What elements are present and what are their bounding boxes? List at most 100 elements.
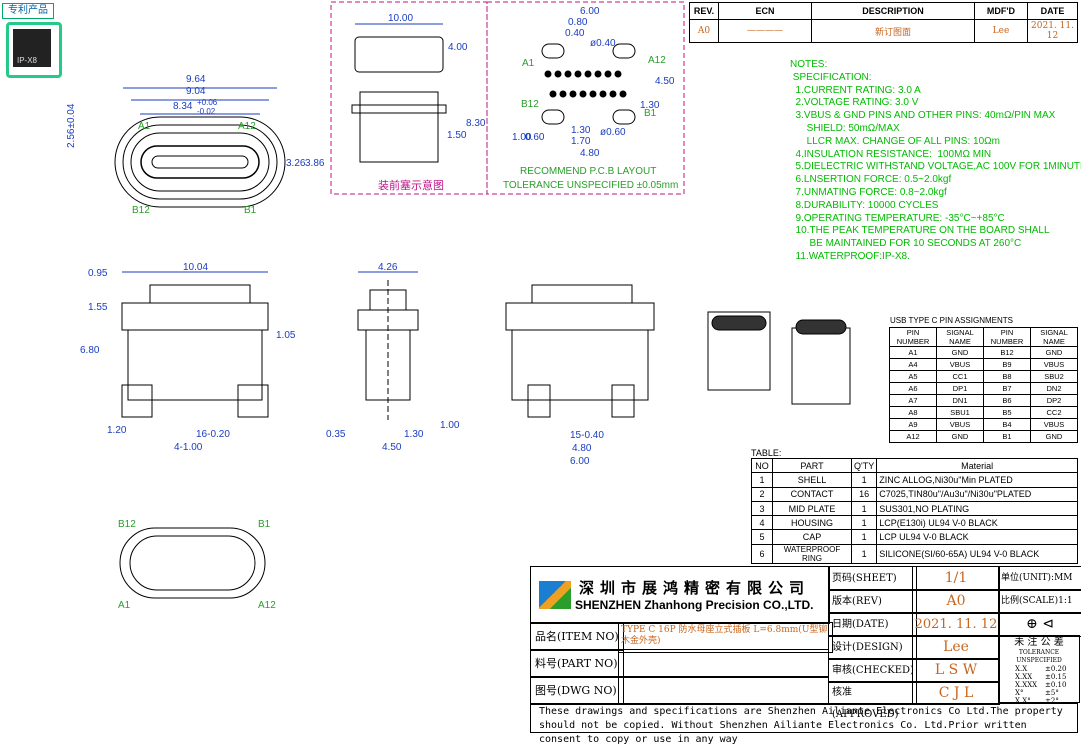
- dim-top-height: 4.00: [448, 42, 468, 53]
- tolerance-cn: 未 注 公 差: [1014, 637, 1064, 648]
- dwg-label: 图号(DWG NO): [530, 676, 624, 705]
- pin-cell: DN2: [1030, 382, 1078, 395]
- bom-cell: 16: [850, 486, 878, 502]
- top-view-outer: [114, 116, 286, 208]
- ecn-header: ECN: [718, 2, 812, 20]
- tol-val: ±0.15: [1045, 673, 1067, 681]
- tol-key: X.X: [1015, 665, 1028, 673]
- description-value: 新订图面: [811, 19, 975, 43]
- part-value: [618, 649, 829, 678]
- pin-cell: DP2: [1030, 394, 1078, 407]
- tolerance-row: X.X±0.20: [1001, 665, 1077, 673]
- ecn-value: ————: [718, 19, 812, 43]
- rev-value: A0: [689, 19, 719, 43]
- checked-label: 审核(CHECKED): [828, 658, 917, 683]
- bom-cell: 6: [751, 543, 773, 564]
- company-logo-icon: [539, 581, 571, 609]
- bottom-view-outer: [119, 527, 266, 599]
- preview-ring: [351, 104, 447, 114]
- dim-c-minus: -0.02: [197, 107, 216, 116]
- mdfd-value: Lee: [974, 19, 1028, 43]
- dim-front-p1: 16-0.20: [196, 429, 230, 440]
- pin-cell: A9: [889, 418, 937, 431]
- pin-header: SIGNAL NAME: [1030, 327, 1078, 347]
- tol-val: ±0.10: [1045, 681, 1067, 689]
- dim-front-h3: 6.80: [80, 345, 100, 356]
- tolerance-en: TOLERANCE UNSPECIFIED: [1016, 649, 1062, 664]
- pin-cell: GND: [936, 430, 984, 443]
- dim-pcb-w4: 1.30: [571, 125, 591, 136]
- pin-cell: A1: [889, 346, 937, 359]
- top-view-housing: [130, 132, 270, 192]
- dim-pcb-w2: 0.80: [568, 17, 588, 28]
- company-name-en: SHENZHEN Zhanhong Precision CO.,LTD.: [575, 598, 814, 612]
- bom-cell: SHELL: [772, 472, 852, 488]
- tol-key: X°: [1015, 689, 1024, 697]
- bom-cell: HOUSING: [772, 515, 852, 531]
- pin-cell: DP1: [936, 382, 984, 395]
- pin-cell: B1: [983, 430, 1031, 443]
- dim-a: 9.64: [186, 74, 206, 85]
- pin-cell: A6: [889, 382, 937, 395]
- tol-val: ±2°: [1045, 697, 1059, 705]
- front-cap: [149, 284, 251, 304]
- bom-cell: 2: [751, 486, 773, 502]
- part-label: 料号(PART NO): [530, 649, 624, 678]
- sheet-label: 页码(SHEET): [828, 566, 917, 591]
- pin-cell: SBU1: [936, 406, 984, 419]
- bom-header: NO: [751, 457, 773, 474]
- pin-cell: VBUS: [1030, 418, 1078, 431]
- pin-header: SIGNAL NAME: [936, 327, 984, 347]
- approved-label: 核准(APPROVED): [828, 681, 917, 720]
- label-b1-pcb: B1: [644, 108, 657, 119]
- label-a1-pcb: A1: [522, 58, 535, 69]
- bom-cell: MID PLATE: [772, 500, 852, 517]
- pin-cell: DN1: [936, 394, 984, 407]
- checked-value: L S W: [912, 658, 1000, 683]
- pin-cell: A4: [889, 358, 937, 371]
- engineering-drawing: [114, 1, 685, 599]
- dim-front-p2: 4-1.00: [174, 442, 203, 453]
- bom-cell: CAP: [772, 529, 852, 545]
- bom-title: TABLE:: [751, 448, 782, 458]
- preview-side: [359, 91, 439, 163]
- dim-side-b2: 1.30: [404, 429, 424, 440]
- pin-table-title: USB TYPE C PIN ASSIGNMENTS: [890, 316, 1013, 325]
- design-value: Lee: [912, 635, 1000, 660]
- dim-side-b1: 0.35: [326, 429, 346, 440]
- tolerance-row: X.X°±2°: [1001, 697, 1077, 705]
- rev-label: 版本(REV): [828, 589, 917, 614]
- pin-cell: B8: [983, 370, 1031, 383]
- pin-cell: VBUS: [936, 358, 984, 371]
- pin-cell: B12: [983, 346, 1031, 359]
- pin-cell: CC1: [936, 370, 984, 383]
- bom-cell: LCP(E130i) UL94 V-0 BLACK: [876, 515, 1078, 531]
- pin-cell: VBUS: [936, 418, 984, 431]
- bom-cell: C7025,TIN80u"/Au3u"/Ni30u"PLATED: [876, 486, 1078, 502]
- company-block: 深圳市展鸿精密有限公司 SHENZHEN Zhanhong Precision …: [530, 566, 830, 624]
- pin-cell: SBU2: [1030, 370, 1078, 383]
- pin-cell: VBUS: [1030, 358, 1078, 371]
- back-leg-left: [527, 384, 551, 418]
- dim-f: 3.86: [305, 158, 325, 169]
- sheet-value: 1/1: [912, 566, 1000, 591]
- design-label: 设计(DESIGN): [828, 635, 917, 660]
- dim-side-h2: 8.30: [466, 118, 486, 129]
- pin-cell: GND: [1030, 346, 1078, 359]
- dim-pcb-d2: ø0.60: [600, 127, 626, 138]
- front-ring: [121, 302, 269, 331]
- bom-cell: 1: [850, 543, 878, 564]
- revision-table: REV. ECN DESCRIPTION MDF'D DATE A0 ———— …: [689, 2, 1078, 43]
- pin-cell: A7: [889, 394, 937, 407]
- dim-side-h1: 1.50: [447, 130, 467, 141]
- disclaimer: These drawings and specifications are Sh…: [530, 703, 1078, 745]
- preview-top: [354, 36, 444, 73]
- bom-cell: 1: [850, 515, 878, 531]
- label-a1-top: A1: [138, 121, 151, 132]
- dim-b: 9.04: [186, 86, 206, 97]
- dim-pcb-d1: ø0.40: [590, 38, 616, 49]
